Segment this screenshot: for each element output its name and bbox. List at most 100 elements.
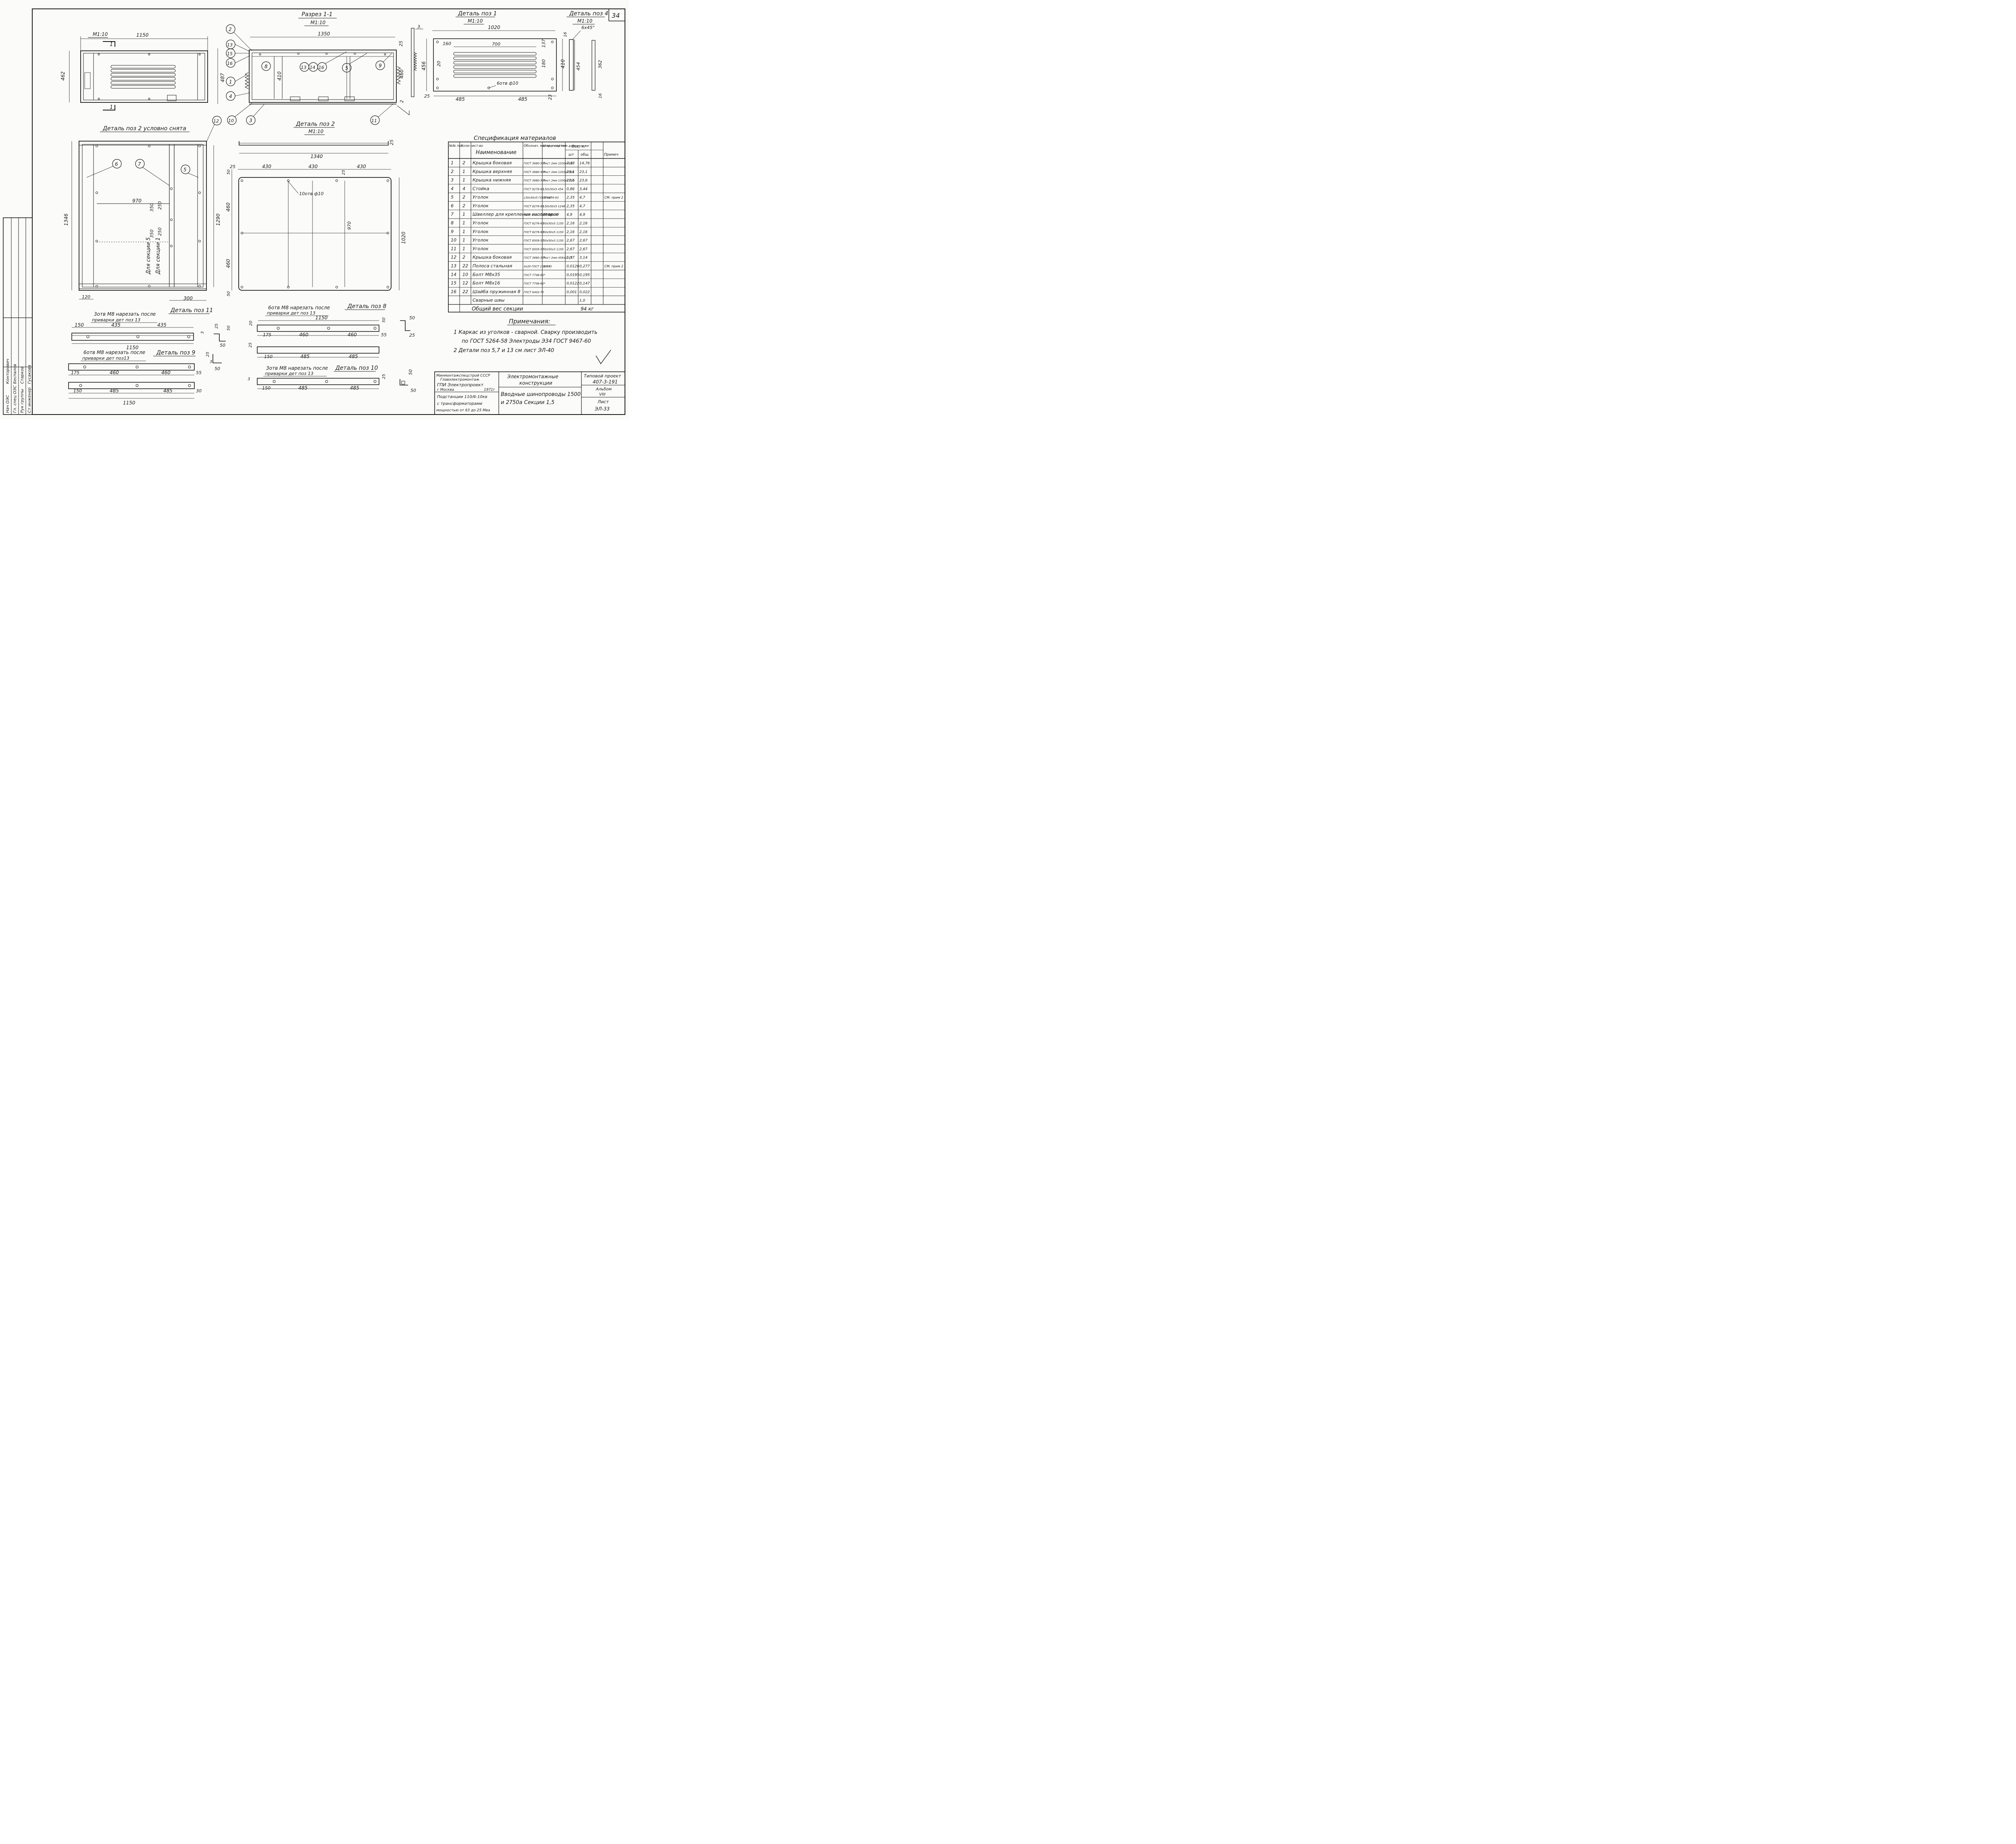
svg-text:460: 460 [299, 332, 308, 338]
svg-text:М1:10: М1:10 [308, 129, 324, 134]
svg-text:Коли-чест-во: Коли-чест-во [461, 144, 483, 148]
spec-cell-name: Болт М8х35 [473, 272, 500, 277]
svg-text:25: 25 [215, 323, 219, 329]
svg-text:3: 3 [200, 331, 205, 334]
spec-cell-wt: 3,14 [579, 256, 587, 260]
svg-text:Наименование: Наименование [476, 150, 516, 156]
spec-cell-qty: 1 [462, 212, 465, 217]
spec-cell-pos: 9 [451, 229, 454, 234]
svg-text:приварки дет поз 13: приварки дет поз 13 [267, 310, 315, 316]
spec-cell-qty: 1 [462, 238, 465, 243]
svg-text:5: 5 [183, 167, 187, 173]
svg-text:Деталь поз 10: Деталь поз 10 [335, 365, 378, 371]
spec-cell-size: ЭЛ-40 [543, 196, 552, 200]
svg-text:3: 3 [248, 377, 250, 381]
spec-cell-note: СМ. прим 2 [604, 265, 623, 268]
svg-text:20: 20 [436, 61, 442, 67]
svg-text:25: 25 [248, 342, 253, 348]
svg-text:16: 16 [227, 61, 233, 66]
spec-cell-wt: 4,7 [579, 204, 585, 208]
svg-text:Альбом: Альбом [596, 387, 612, 392]
spec-cell-size: 50х50х5 1150 [543, 231, 564, 234]
main-dim-width: 1150 [136, 32, 149, 38]
svg-text:430: 430 [357, 164, 366, 169]
spec-cell-wt: 4,9 [579, 213, 585, 217]
spec-cell-size: 50х50х3 1150 [543, 239, 564, 242]
svg-text:485: 485 [456, 96, 465, 102]
svg-text:11: 11 [371, 118, 377, 123]
spec-cell-qty: 4 [462, 186, 465, 191]
svg-text:6отв М8 нарезать после: 6отв М8 нарезать после [268, 305, 330, 310]
spec-cell-w1: 1,57 [566, 256, 575, 260]
svg-text:Для секции 1: Для секции 1 [155, 237, 161, 275]
svg-text:456: 456 [421, 61, 427, 71]
svg-text:462: 462 [60, 71, 66, 81]
main-louvres [110, 65, 176, 89]
spec-cell-qty: 1 [462, 229, 465, 234]
spec-cell-pos: 14 [451, 272, 456, 277]
spec-cell-qty: 1 [462, 177, 465, 183]
svg-text:25: 25 [230, 164, 235, 169]
spec-cell-pos: 8 [451, 221, 454, 226]
svg-text:460: 460 [225, 202, 231, 212]
svg-text:Примеч: Примеч [604, 153, 619, 157]
svg-text:460: 460 [110, 370, 119, 375]
svg-text:700: 700 [492, 42, 500, 47]
svg-text:Электромонтажные: Электромонтажные [507, 374, 558, 379]
svg-text:25: 25 [398, 41, 404, 46]
svg-text:Деталь поз 1: Деталь поз 1 [458, 10, 497, 17]
svg-text:485: 485 [518, 96, 527, 102]
svg-text:9: 9 [379, 63, 382, 69]
spec-cell-wt: 2,16 [579, 230, 587, 234]
spec-cell-pos: 12 [451, 255, 456, 260]
spec-cell-size: ЭЛ-40 [543, 213, 552, 217]
svg-text:Вводные шинопроводы 1500: Вводные шинопроводы 1500 [501, 392, 581, 398]
svg-text:460: 460 [399, 69, 404, 79]
svg-text:Лист: Лист [597, 399, 609, 404]
svg-text:12: 12 [213, 119, 219, 124]
svg-text:Главэлектромонтаж: Главэлектромонтаж [440, 378, 480, 382]
spec-cell-name: Уголок [473, 195, 489, 200]
svg-text:485: 485 [300, 354, 310, 359]
spec-cell-mat: ГОСТ 7798-62* [524, 273, 546, 277]
spec-cell-mat: ГОСТ 8276-63 [524, 231, 544, 234]
detail-pos-2: Деталь поз 2 М1:10 25 1340 25 430 430 43… [225, 121, 406, 296]
spec-cell-mat: ГОСТ 3680-57* [524, 171, 546, 174]
spec-cell-size: 50х50х5 1150 [543, 222, 564, 225]
spec-cell-size: Лист 2мм 456х1215 [543, 256, 573, 260]
svg-text:приварки дет поз13: приварки дет поз13 [82, 356, 129, 361]
svg-text:1350: 1350 [318, 31, 330, 37]
svg-text:6отв ф10: 6отв ф10 [497, 81, 519, 86]
note-2: 2 Детали поз 5,7 и 13 см лист ЭЛ-40 [454, 348, 554, 354]
svg-text:25: 25 [382, 374, 386, 379]
spec-cell-pos: 6 [451, 203, 454, 208]
svg-text:г Москва: г Москва [437, 388, 454, 392]
spec-cell-w1: 7,38 [566, 161, 575, 165]
spec-cell-name: Крышка нижняя [473, 177, 511, 183]
svg-text:шт: шт [569, 153, 574, 157]
svg-text:460: 460 [161, 370, 171, 375]
spec-cell-name: Сварные швы [473, 298, 505, 303]
drawing-sheet: 34 М1:10 1150 1 462 4 [0, 0, 629, 419]
svg-text:№№ поз: №№ поз [449, 144, 463, 148]
spec-cell-w1: 0,0122 [566, 282, 579, 286]
svg-text:430: 430 [262, 164, 271, 169]
spec-cell-wt: 14,76 [579, 161, 590, 165]
notes: Примечания: 1 Каркас из уголков - сварно… [454, 318, 611, 365]
svg-text:ГПИ Электропроект: ГПИ Электропроект [437, 382, 484, 388]
note-1b: по ГОСТ 5264-58 Электроды Э34 ГОСТ 9467-… [462, 338, 591, 344]
svg-text:250: 250 [157, 227, 162, 236]
svg-text:50: 50 [382, 317, 386, 323]
spec-cell-pos: 2 [451, 169, 454, 174]
spec-cell-size: Лист 2мм 1330х1130 [543, 179, 575, 182]
svg-text:13: 13 [227, 42, 233, 48]
signature-role: Нач ОЭС [6, 395, 10, 413]
drawing-canvas: 34 М1:10 1150 1 462 4 [3, 8, 625, 415]
spec-cell-w1: 4,9 [566, 213, 573, 217]
svg-text:16: 16 [563, 32, 568, 37]
svg-text:конструкции: конструкции [519, 380, 552, 386]
svg-text:7: 7 [138, 161, 141, 167]
svg-text:430: 430 [308, 164, 318, 169]
svg-text:Деталь поз 2: Деталь поз 2 [296, 121, 335, 127]
